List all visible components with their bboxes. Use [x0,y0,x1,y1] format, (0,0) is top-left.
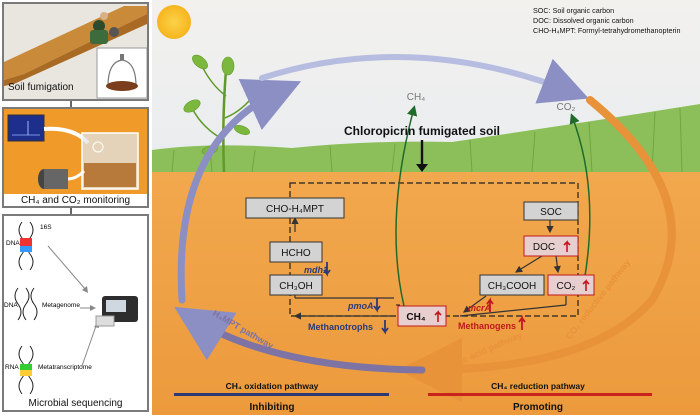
grass [152,104,700,172]
cycle-arrow-left-up [177,79,302,304]
label-soc: SOC [540,207,562,218]
rna-label: RNA [5,364,19,371]
sequencing-panel: DNA 16S DNA Metagenome RNA Metatranscrip… [2,214,149,412]
promotion-arrows [434,240,590,330]
main-diagram: CHO-H₄MPT HCHO CH₃OH SOC DOC CH₃COOH CO₂… [152,0,700,415]
panel-connector-2 [70,208,72,214]
label-hcho: HCHO [281,248,311,259]
metatranscriptome-label: Metatranscriptome [38,364,92,371]
mcra-up-arrow [486,297,494,312]
label-ch4-box: CH₄ [406,312,425,323]
pathway-boxes [245,197,595,327]
methanogens-up-arrow [518,315,526,330]
diagram-canvas: CHO-H₄MPT HCHO CH₃OH SOC DOC CH₃COOH CO₂… [152,0,700,415]
label-doc: DOC [533,242,555,253]
legend-soc: SOC: Soil organic carbon [533,6,615,15]
sequencing-illustration [14,221,138,395]
box-ch3oh [269,274,323,296]
fumigation-arrowhead [416,164,428,172]
ch4-gas-label: CH₄ [407,92,426,103]
inhibition-arrows [323,262,389,335]
soil [152,172,700,415]
box-doc [523,235,579,257]
monitoring-panel: CH₄ and CO₂ monitoring [2,107,149,208]
dna-label-1: DNA [6,240,20,247]
box-co2 [547,274,595,296]
panel-connector-1 [70,101,72,107]
co2-gas-label: CO₂ [557,102,576,113]
mdh1-down-arrow [323,262,331,277]
soil-fumigation-caption: Soil fumigation [8,82,74,93]
box-cho-h4mpt [245,197,345,219]
sun-icon [157,5,191,39]
methanotrophs-down-arrow [381,320,389,335]
monitoring-illustration [7,114,139,190]
ch4-up-arrow [434,310,442,322]
box-soc [523,201,579,221]
box-ch4 [397,305,447,327]
monitoring-caption: CH₄ and CO₂ monitoring [4,194,147,206]
label-co2-box: CO₂ [557,281,576,292]
label-ch3cooh: CH₃COOH [488,281,537,292]
inhibiting-label: Inhibiting [250,402,295,413]
metagenome-label: Metagenome [42,302,80,309]
reduction-bar [428,393,652,396]
grass-blades [171,107,683,173]
soil-fumigation-illustration [4,6,147,99]
soil-fumigation-panel: Soil fumigation [2,2,149,101]
promoting-label: Promoting [513,402,563,413]
box-ch3cooh [479,274,545,296]
abbreviation-legend: SOC: Soil organic carbon DOC: Dissolved … [533,6,681,36]
oxidation-bar [174,393,389,396]
ch4-emission-arrow [395,105,418,307]
label-cho-h4mpt: CHO-H₄MPT [266,204,324,215]
co2-up-arrow [582,279,590,291]
gene-pmoa: pmoA [347,301,374,311]
dna-label-2: DNA [4,302,18,309]
cycle-arrow-right-down [586,96,676,304]
gene-mcra: mcrA [468,303,491,313]
16s-label: 16S [40,224,52,231]
legend-doc: DOC: Dissolved organic carbon [533,16,634,25]
label-ch3oh: CH₃OH [279,281,313,292]
doc-up-arrow [563,240,571,252]
legend-cho: CHO-H₄MPT: Formyl-tetrahydromethanopteri… [533,26,681,35]
microbe-methanogens: Methanogens [458,321,516,331]
cycle-arrow-bottom-right [398,296,656,402]
pmoa-down-arrow [373,298,381,313]
box-hcho [269,241,323,263]
microbe-methanotrophs: Methanotrophs [308,322,373,332]
reduction-pathway-label: CH₄ reduction pathway [491,381,585,391]
gene-mdh1: mdh1 [304,265,328,275]
co2-emission-arrow [569,113,591,283]
cycle-arrow-bottom-left [174,306,426,374]
sequencing-caption: Microbial sequencing [28,398,123,409]
diagram-title: Chloropicrin fumigated soil [344,124,500,138]
cycle-arrow-top [259,54,589,104]
oxidation-pathway-label: CH₄ oxidation pathway [226,381,319,391]
